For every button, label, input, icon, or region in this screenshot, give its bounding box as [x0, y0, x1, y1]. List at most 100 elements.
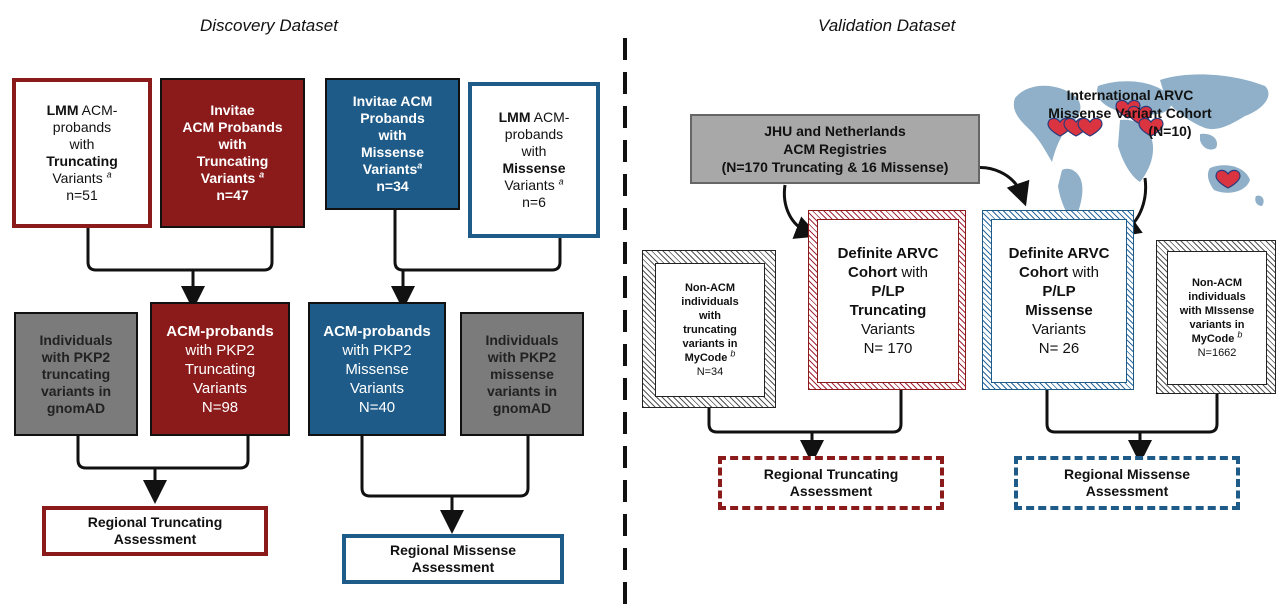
- lmm-truncating-text: ACM-: [78, 102, 118, 118]
- footnote-marker: a: [558, 176, 564, 187]
- definite-missense-text: P/LP: [1042, 283, 1076, 300]
- lmm-missense-variant-type: Missense: [502, 160, 566, 176]
- gnomad-truncating-text: Individuals: [39, 331, 113, 348]
- nonacm-missense-box: Non-ACM individuals with MIssense varian…: [1156, 240, 1276, 394]
- acm-truncating-count: N=98: [201, 398, 239, 416]
- acm-truncating-probands-box: ACM-probands with PKP2 Truncating Varian…: [150, 302, 290, 436]
- lmm-truncating-count: n=51: [66, 187, 98, 203]
- invitae-truncating-text: Variants: [200, 170, 256, 186]
- gnomad-missense-text: missense: [490, 365, 554, 382]
- gnomad-truncating-text: variants in: [40, 382, 112, 399]
- invitae-missense-text: Missense: [360, 144, 425, 160]
- nonacm-missense-text: individuals: [1188, 291, 1246, 303]
- mycode-label: MyCode: [684, 352, 728, 364]
- nonacm-missense-text: with MIssense: [1179, 305, 1255, 317]
- registries-text: JHU and Netherlands: [764, 123, 906, 139]
- footnote-marker: b: [730, 348, 736, 359]
- lmm-truncating-text: with: [69, 136, 95, 152]
- nonacm-truncating-box: Non-ACM individuals with truncating vari…: [642, 250, 776, 408]
- invitae-truncating-text: Invitae: [210, 102, 255, 118]
- acm-truncating-text: with PKP2: [185, 341, 255, 359]
- jhu-netherlands-registries-box: JHU and Netherlands ACM Registries (N=17…: [690, 114, 980, 184]
- registries-text: ACM Registries: [783, 141, 887, 157]
- gnomad-truncating-text: gnomAD: [46, 399, 106, 416]
- nonacm-truncating-text: with: [699, 310, 721, 322]
- definite-missense-text: with: [1068, 264, 1099, 281]
- definite-missense-variant-type: Missense: [1025, 302, 1093, 319]
- nonacm-missense-count: N=1662: [1197, 347, 1237, 359]
- assessment-label: Assessment: [411, 559, 495, 575]
- registries-count: (N=170 Truncating & 16 Missense): [721, 159, 949, 175]
- nonacm-missense-inner: Non-ACM individuals with MIssense varian…: [1167, 251, 1267, 385]
- definite-truncating-text: Variants: [861, 321, 915, 338]
- discovery-regional-missense-assessment: Regional Missense Assessment: [342, 534, 564, 584]
- definite-missense-text: Cohort: [1019, 264, 1069, 281]
- assessment-label: Assessment: [789, 483, 873, 499]
- invitae-truncating-text: Truncating: [196, 153, 269, 169]
- acm-truncating-text: ACM-probands: [166, 322, 274, 340]
- assessment-label: Regional Truncating: [763, 466, 899, 482]
- lmm-truncating-variant-type: Truncating: [46, 153, 118, 169]
- footnote-marker: a: [106, 169, 112, 180]
- definite-truncating-text: P/LP: [871, 283, 905, 300]
- validation-title: Validation Dataset: [818, 16, 956, 35]
- gnomad-missense-box: Individuals with PKP2 missense variants …: [460, 312, 584, 436]
- definite-missense-text: Variants: [1032, 321, 1086, 338]
- definite-truncating-count: N= 170: [863, 340, 913, 357]
- acm-missense-text: ACM-probands: [323, 322, 431, 340]
- acm-missense-text: with PKP2: [342, 341, 412, 359]
- invitae-truncating-text: ACM Probands: [182, 119, 283, 135]
- definite-truncating-text: Definite ARVC: [837, 245, 939, 262]
- acm-truncating-text: Truncating: [184, 360, 256, 378]
- footnote-marker: a: [259, 169, 265, 180]
- nonacm-truncating-text: Non-ACM: [684, 282, 736, 294]
- gnomad-missense-text: Individuals: [485, 331, 559, 348]
- discovery-regional-truncating-assessment: Regional Truncating Assessment: [42, 506, 268, 556]
- assessment-label: Regional Missense: [389, 542, 517, 558]
- footnote-marker: b: [1237, 329, 1243, 340]
- international-cohort-label: International ARVC Missense Variant Coho…: [1030, 84, 1230, 142]
- gnomad-truncating-text: truncating: [41, 365, 111, 382]
- assessment-label: Regional Truncating: [87, 514, 223, 530]
- invitae-missense-text: Invitae ACM: [352, 93, 433, 109]
- gnomad-missense-text: gnomAD: [492, 399, 552, 416]
- nonacm-truncating-inner: Non-ACM individuals with truncating vari…: [655, 263, 765, 397]
- lmm-truncating-text: Variants: [52, 170, 103, 186]
- nonacm-truncating-count: N=34: [696, 366, 724, 378]
- nonacm-truncating-text: individuals: [681, 296, 739, 308]
- invitae-truncating-probands-box: Invitae ACM Probands with Truncating Var…: [160, 78, 305, 228]
- invitae-missense-text: Variants: [362, 161, 418, 177]
- gnomad-truncating-text: with PKP2: [41, 348, 111, 365]
- validation-regional-truncating-assessment: Regional Truncating Assessment: [718, 456, 944, 510]
- lmm-missense-probands-box: LMM ACM- probands with Missense Variants…: [468, 82, 600, 238]
- nonacm-truncating-text: variants in: [682, 338, 738, 350]
- definite-arvc-truncating-box: Definite ARVC Cohort with P/LP Truncatin…: [808, 210, 966, 390]
- international-cohort-text: International ARVC: [1066, 87, 1194, 103]
- gnomad-truncating-box: Individuals with PKP2 truncating variant…: [14, 312, 138, 436]
- assessment-label: Regional Missense: [1063, 466, 1191, 482]
- definite-arvc-missense-box: Definite ARVC Cohort with P/LP Missense …: [982, 210, 1134, 390]
- acm-missense-text: Missense: [345, 360, 409, 378]
- nonacm-truncating-text: truncating: [683, 324, 737, 336]
- acm-missense-text: Variants: [350, 379, 404, 397]
- cohort-heart-icons: [1047, 99, 1241, 189]
- assessment-label: Assessment: [113, 531, 197, 547]
- lmm-missense-text: ACM-: [530, 109, 570, 125]
- invitae-missense-probands-box: Invitae ACM Probands with Missense Varia…: [325, 78, 460, 210]
- definite-truncating-inner: Definite ARVC Cohort with P/LP Truncatin…: [817, 219, 959, 383]
- invitae-missense-text: Probands: [360, 110, 425, 126]
- definite-truncating-text: Cohort: [848, 264, 898, 281]
- validation-regional-missense-assessment: Regional Missense Assessment: [1014, 456, 1240, 510]
- lmm-missense-count: n=6: [522, 194, 546, 210]
- mycode-label: MyCode: [1191, 333, 1235, 345]
- definite-missense-inner: Definite ARVC Cohort with P/LP Missense …: [991, 219, 1127, 383]
- acm-missense-probands-box: ACM-probands with PKP2 Missense Variants…: [308, 302, 446, 436]
- lmm-missense-text: probands: [504, 126, 564, 142]
- definite-missense-count: N= 26: [1038, 340, 1080, 357]
- acm-truncating-text: Variants: [193, 379, 247, 397]
- validation-connectors: [707, 166, 1219, 464]
- gnomad-missense-text: variants in: [486, 382, 558, 399]
- international-cohort-text: Missense Variant Cohort: [1048, 105, 1212, 121]
- invitae-truncating-text: with: [218, 136, 247, 152]
